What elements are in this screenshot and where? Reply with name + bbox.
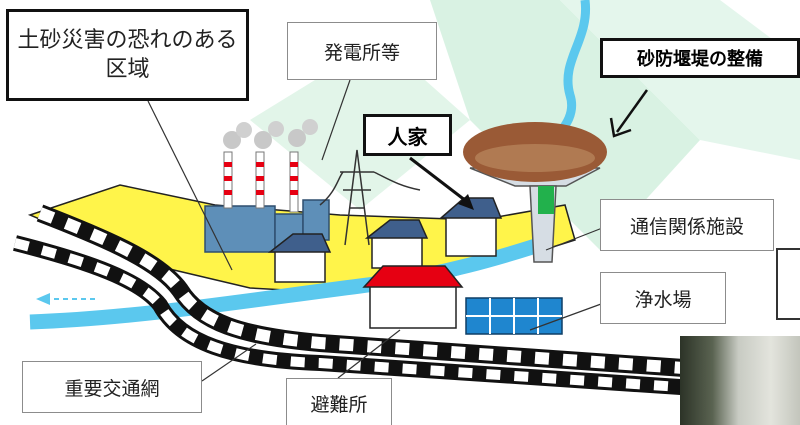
leader-water-plant: [529, 299, 613, 331]
river-flow-arrowhead: [36, 293, 50, 305]
leader-communication: [545, 224, 611, 251]
shelter-building-icon: [362, 265, 464, 329]
sabo-dam-icon: [463, 122, 607, 263]
factory-with-smokestacks-icon: [204, 119, 330, 253]
house-icon: [267, 233, 332, 283]
power-plant-label: 発電所等: [287, 22, 437, 80]
leader-lines: [147, 79, 613, 382]
road-network-label: 重要交通網: [22, 361, 202, 413]
cropped-photo: [680, 336, 800, 425]
bg-diamond-3: [250, 40, 470, 210]
cropped-label-box: [776, 248, 800, 320]
leader-shelter: [337, 329, 401, 379]
shelter-label: 避難所: [286, 378, 392, 425]
house-icon: [364, 219, 429, 269]
water-treatment-tanks-icon: [465, 297, 563, 335]
water-plant-label: 浄水場: [600, 272, 726, 324]
arrow-to-house: [409, 156, 474, 210]
arrow-to-dam: [609, 89, 649, 138]
communication-facility-label: 通信関係施設: [600, 199, 774, 251]
danger-zone-label: 土砂災害の恐れのある区域: [6, 9, 249, 101]
leader-road: [201, 343, 257, 382]
house-label: 人家: [363, 114, 452, 156]
river: [29, 234, 551, 330]
leader-danger-zone: [147, 100, 233, 271]
transmission-tower-icon: [319, 149, 421, 246]
leader-power-plant: [321, 79, 351, 161]
sabo-dam-label: 砂防堰堤の整備: [600, 38, 800, 78]
road-railway: [13, 204, 800, 403]
